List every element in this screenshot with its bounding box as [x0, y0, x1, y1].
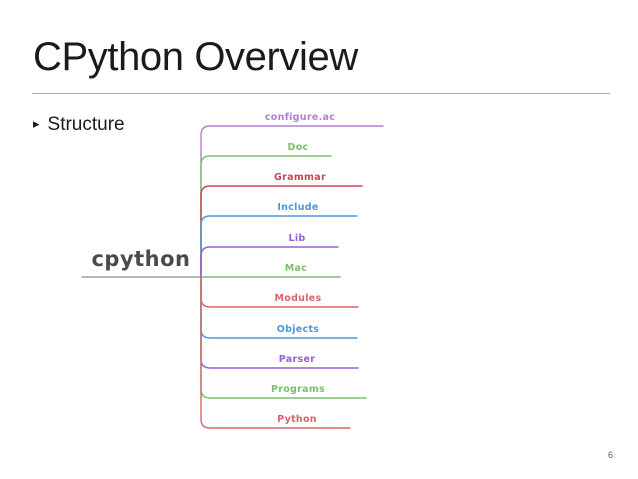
page-title: CPython Overview: [33, 35, 358, 79]
triangle-right-icon: ▸: [33, 116, 40, 131]
mindmap-branch-label-lib[interactable]: Lib: [288, 233, 306, 244]
mindmap-branch-label-doc[interactable]: Doc: [287, 142, 309, 153]
title-divider: [32, 93, 610, 94]
mindmap-branch-line-lib: [200, 246, 339, 278]
mindmap-branch-label-include[interactable]: Include: [277, 202, 319, 213]
mindmap-branch-label-grammar[interactable]: Grammar: [274, 172, 326, 183]
mindmap-root-node[interactable]: cpython: [82, 246, 200, 278]
mindmap-branch-line-doc: [200, 155, 332, 278]
mindmap-branch-label-mac[interactable]: Mac: [284, 263, 308, 274]
page-number: 6: [607, 450, 613, 460]
mindmap-branch-line-python: [200, 276, 351, 429]
mindmap-branch-label-parser[interactable]: Parser: [278, 354, 316, 365]
mindmap-branch-line-configure-ac: [200, 125, 384, 278]
bullet-structure: ▸ Structure: [33, 114, 125, 136]
mindmap-branch-line-include: [200, 215, 358, 278]
mindmap-branch-label-programs[interactable]: Programs: [270, 384, 326, 395]
mindmap-branch-label-modules[interactable]: Modules: [274, 293, 322, 304]
bullet-label: Structure: [47, 114, 125, 135]
mindmap-branch-label-python[interactable]: Python: [277, 414, 317, 425]
mindmap-branch-line-grammar: [200, 185, 363, 278]
mindmap-branch-label-objects[interactable]: Objects: [276, 324, 320, 335]
mindmap-root-label: cpython: [91, 247, 191, 271]
mindmap-branch-label-configure-ac[interactable]: configure.ac: [264, 112, 336, 123]
